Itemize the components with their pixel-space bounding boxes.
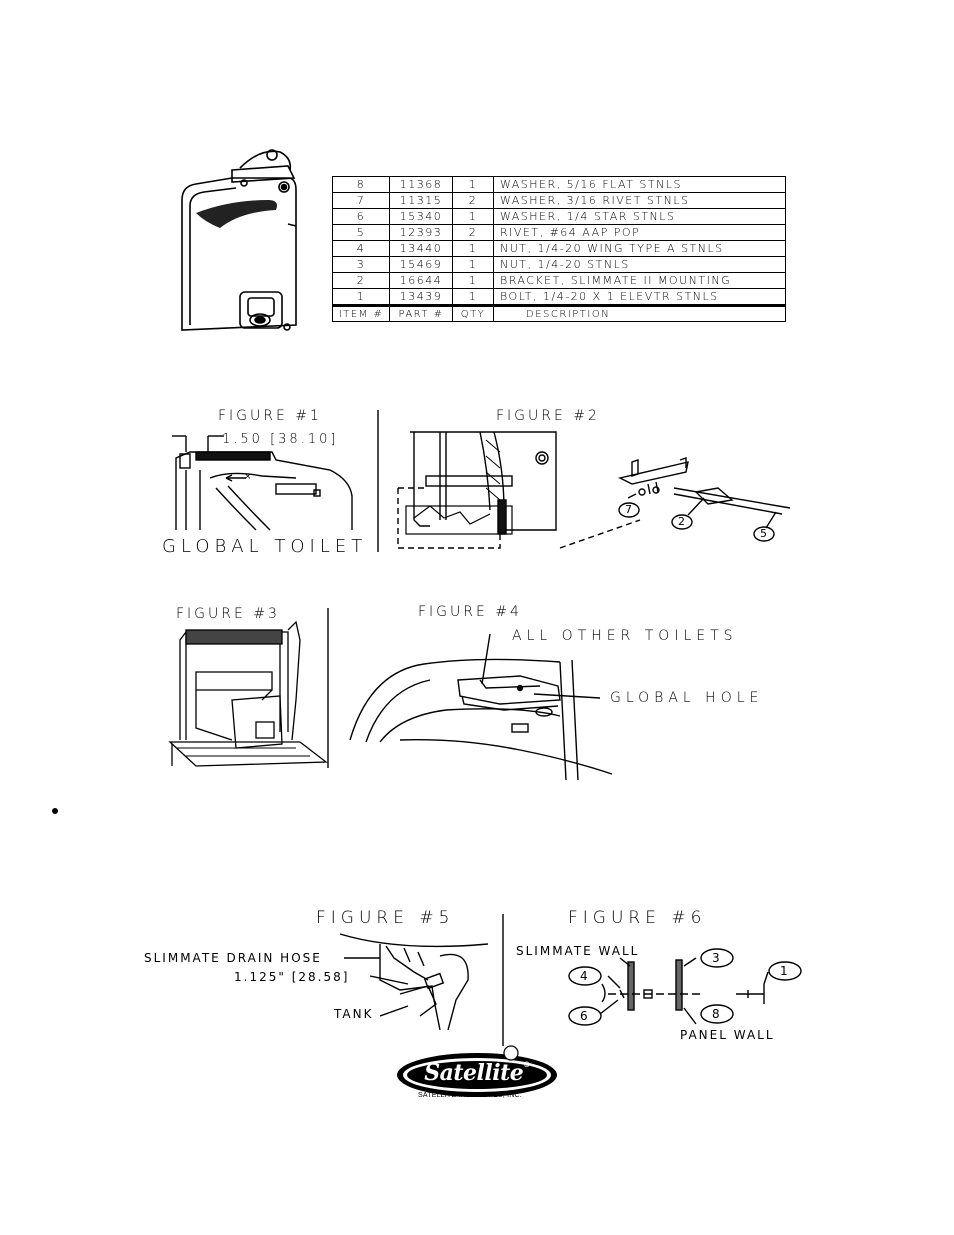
part-cell: 12393 <box>389 224 453 241</box>
figure5-tank-label: TANK <box>334 1007 374 1021</box>
qty-cell: 1 <box>452 272 494 289</box>
part-cell: 16644 <box>389 272 453 289</box>
callout-7: 7 <box>625 503 634 516</box>
figure5-title: FIGURE #5 <box>316 908 455 928</box>
part-cell: 13440 <box>389 240 453 257</box>
figure4-title: FIGURE #4 <box>418 604 522 620</box>
header-description: DESCRIPTION <box>493 304 786 322</box>
item-cell: 7 <box>332 192 390 209</box>
callout-5: 5 <box>760 527 769 540</box>
figure3-title: FIGURE #3 <box>176 606 280 622</box>
description-cell: WASHER, 1/4 STAR STNLS <box>493 208 786 225</box>
logo-registered-mark: ® <box>523 1060 530 1069</box>
figure1-caption: GLOBAL TOILET <box>162 536 368 557</box>
part-cell: 13439 <box>389 288 453 306</box>
figure5-hose-dimension: 1.125" [28.58] <box>234 970 350 984</box>
figure5-hose-label: SLIMMATE DRAIN HOSE <box>144 951 322 965</box>
part-cell: 15469 <box>389 256 453 273</box>
item-cell: 5 <box>332 224 390 241</box>
qty-cell: 2 <box>452 224 494 241</box>
part-cell: 15340 <box>389 208 453 225</box>
figure1-dimension: 1.50 [38.10] <box>222 432 339 447</box>
item-cell: 8 <box>332 176 390 193</box>
callout-3: 3 <box>712 951 722 965</box>
callout-1: 1 <box>780 964 790 978</box>
header-part: PART # <box>389 304 453 322</box>
item-cell: 1 <box>332 288 390 306</box>
description-cell: BRACKET, SLIMMATE II MOUNTING <box>493 272 786 289</box>
qty-cell: 1 <box>452 176 494 193</box>
qty-cell: 1 <box>452 288 494 306</box>
item-cell: 6 <box>332 208 390 225</box>
satellite-logo-wordmark: Satellite® <box>420 1060 534 1086</box>
item-cell: 2 <box>332 272 390 289</box>
qty-cell: 1 <box>452 256 494 273</box>
figure4-label-all-other-toilets: ALL OTHER TOILETS <box>512 628 738 644</box>
list-bullet <box>52 808 58 814</box>
figure4-label-global-hole: GLOBAL HOLE <box>610 690 764 706</box>
figure6-slimmate-wall: SLIMMATE WALL <box>516 944 640 958</box>
description-cell: BOLT, 1/4-20 X 1 ELEVTR STNLS <box>493 288 786 306</box>
part-cell: 11315 <box>389 192 453 209</box>
figure6-title: FIGURE #6 <box>568 908 707 928</box>
description-cell: RIVET, #64 AAP POP <box>493 224 786 241</box>
description-cell: NUT, 1/4-20 WING TYPE A STNLS <box>493 240 786 257</box>
header-item: ITEM # <box>332 304 390 322</box>
qty-cell: 1 <box>452 240 494 257</box>
logo-brand: Satellite <box>424 1060 524 1086</box>
figure1-title: FIGURE #1 <box>218 408 322 424</box>
qty-cell: 1 <box>452 208 494 225</box>
company-name: SATELLITE INDUSTRIES, INC. <box>418 1092 522 1099</box>
description-cell: NUT, 1/4-20 STNLS <box>493 256 786 273</box>
figure2-title: FIGURE #2 <box>496 408 600 424</box>
callout-4: 4 <box>580 969 590 983</box>
callout-6: 6 <box>580 1009 590 1023</box>
callout-8: 8 <box>712 1007 722 1021</box>
figure1-arrow-mark: × <box>244 472 254 482</box>
callout-2: 2 <box>678 515 687 528</box>
item-cell: 3 <box>332 256 390 273</box>
description-cell: WASHER, 5/16 FLAT STNLS <box>493 176 786 193</box>
figure6-panel-wall: PANEL WALL <box>680 1028 775 1042</box>
item-cell: 4 <box>332 240 390 257</box>
part-cell: 11368 <box>389 176 453 193</box>
header-qty: QTY <box>452 304 494 322</box>
description-cell: WASHER, 3/16 RIVET STNLS <box>493 192 786 209</box>
qty-cell: 2 <box>452 192 494 209</box>
